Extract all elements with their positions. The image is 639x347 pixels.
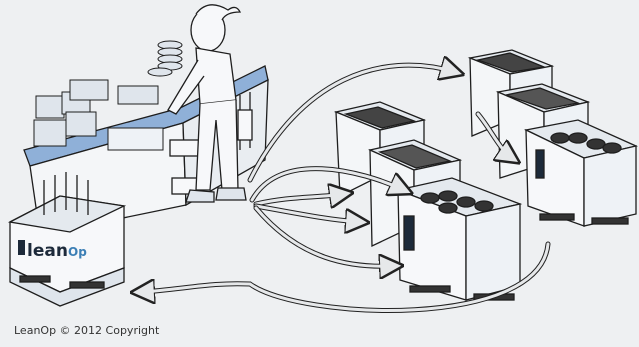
bin-middle-front — [398, 178, 520, 300]
bin-right-front — [526, 120, 636, 226]
svg-text:Op: Op — [68, 245, 87, 259]
arrow-upper-fan — [256, 194, 344, 204]
svg-text:lean: lean — [27, 241, 68, 261]
arrow-mid-fan — [256, 206, 360, 222]
copyright-notice: LeanOp © 2012 Copyright — [14, 324, 159, 337]
bench-parts — [34, 41, 182, 150]
